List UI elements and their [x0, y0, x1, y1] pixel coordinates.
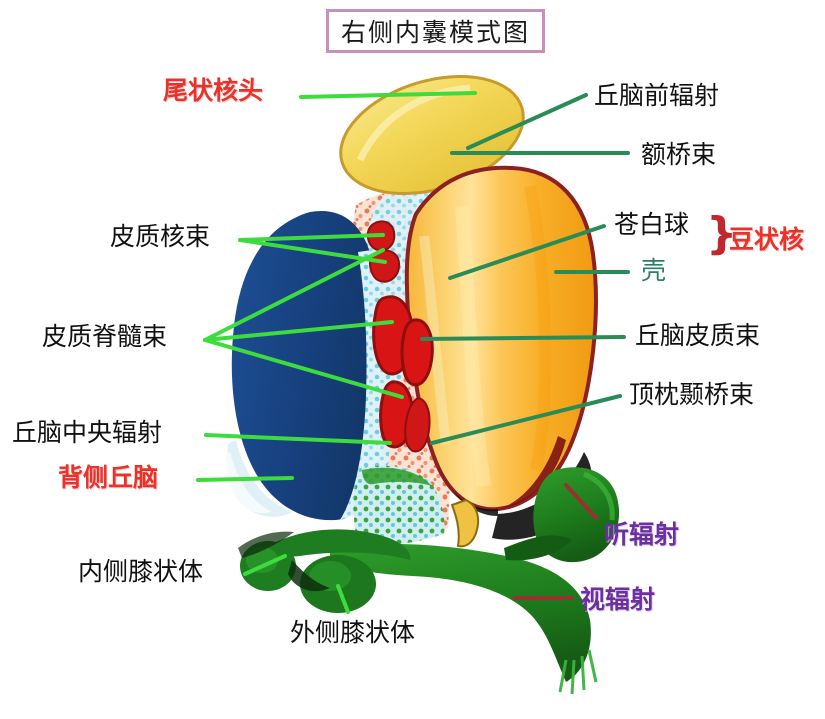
- label-frontopontine-tract: 额桥束: [641, 140, 717, 169]
- label-optic-radiation: 视辐射: [580, 585, 656, 614]
- label-putamen: 壳: [641, 256, 667, 285]
- label-corticospinal-tract: 皮质脊髓束: [42, 322, 168, 351]
- label-thalamocortical-tract: 丘脑皮质束: [635, 321, 761, 350]
- label-dorsal-thalamus: 背侧丘脑: [58, 463, 159, 492]
- label-anterior-thalamic-radiation: 丘脑前辐射: [594, 81, 720, 110]
- diagram-title: 右侧内囊模式图: [340, 18, 530, 47]
- label-auditory-radiation: 听辐射: [604, 520, 680, 549]
- diagram-title-box: 右侧内囊模式图: [326, 9, 545, 53]
- label-lateral-geniculate-body: 外侧膝状体: [290, 618, 416, 647]
- label-lentiform-brace: }: [706, 208, 738, 259]
- label-corticonuclear-tract: 皮质核束: [110, 222, 211, 251]
- label-central-thalamic-radiation: 丘脑中央辐射: [12, 418, 163, 447]
- label-medial-geniculate-body: 内侧膝状体: [78, 557, 204, 586]
- label-lentiform-nucleus: 豆状核: [729, 225, 805, 254]
- label-caudate-head: 尾状核头: [163, 76, 264, 105]
- label-globus-pallidus: 苍白球: [614, 210, 690, 239]
- label-parieto-occipito-temporo-pontine-tract: 顶枕颞桥束: [629, 380, 755, 409]
- sublenticular-capsule-speckle: [353, 465, 445, 546]
